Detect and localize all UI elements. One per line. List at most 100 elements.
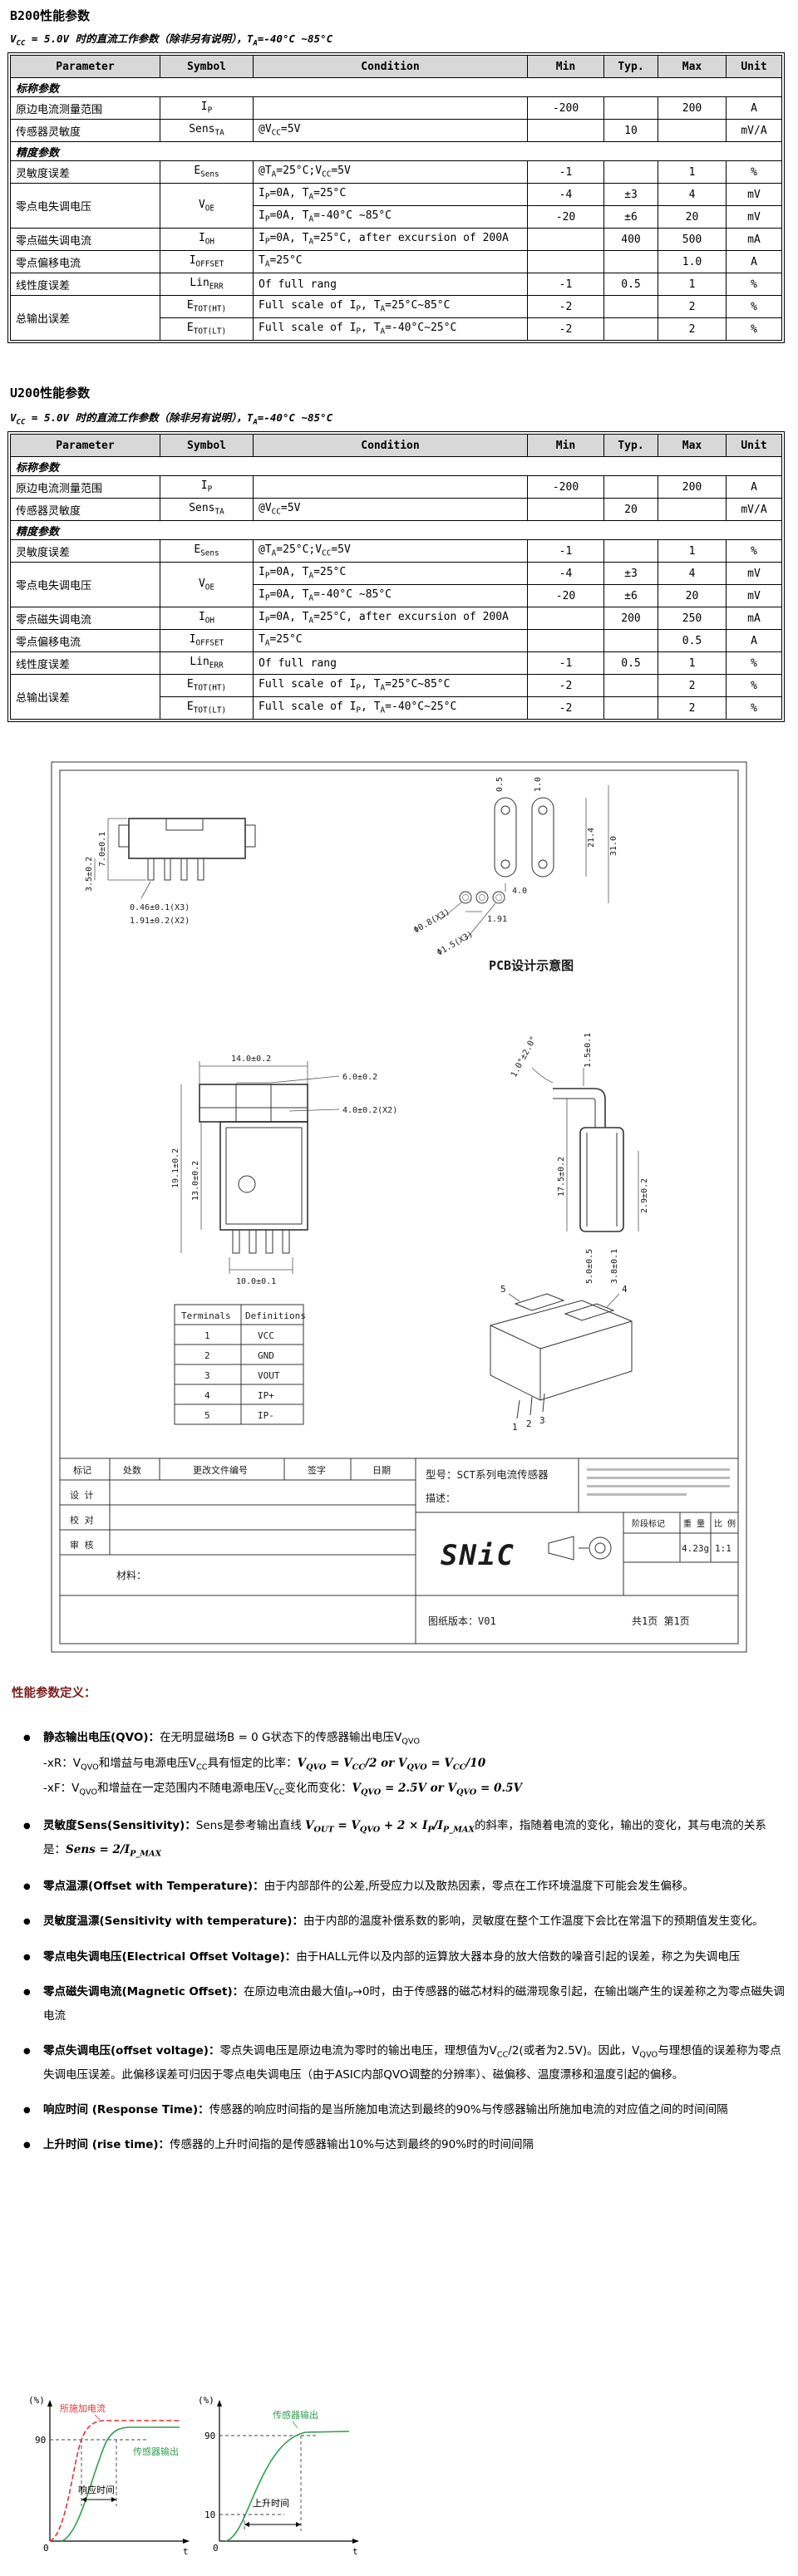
iso-pin-label: 5 (500, 1284, 506, 1295)
table-cell: -2 (527, 674, 604, 697)
dim-label: 4.0±0.2(X2) (342, 1106, 397, 1115)
table-section-row: 标称参数 (10, 456, 782, 476)
isometric-view: 5 4 1 2 3 (490, 1284, 633, 1433)
definition-text: 零点磁失调电流(Magnetic Offset)： (43, 1985, 244, 1999)
table-cell: @VCC=5V (253, 119, 528, 142)
bullet-icon: ● (23, 1821, 31, 1831)
definition-text: VQVO = VCC/2 or VQVO = VCC/10 (297, 1756, 486, 1772)
dim-label: 19.1±0.2 (171, 1148, 180, 1188)
terminal-number: 4 (204, 1390, 210, 1401)
bullet-icon: ● (23, 1733, 31, 1743)
terminal-name: VCC (258, 1330, 274, 1341)
table-cell: IP=0A, TA=25°C, after excursion of 200A (253, 228, 528, 251)
table-cell (603, 696, 658, 720)
table-cell: 4 (658, 183, 727, 206)
table-cell: 原边电流测量范围 (10, 475, 160, 499)
origin-label: 0 (43, 2543, 49, 2554)
column-header: Unit (726, 434, 782, 457)
table-cell: ETOT(HT) (160, 674, 254, 697)
table-cell: @TA=25°C;VCC=5V (253, 160, 528, 184)
definition-text: 响应时间 (Response Time)： (43, 2102, 209, 2116)
table-cell (603, 475, 658, 499)
iso-pin-label: 4 (622, 1284, 628, 1295)
description-label: 描述： (426, 1492, 456, 1504)
definition-text: 灵敏度温漂(Sensitivity with temperature)： (43, 1915, 303, 1929)
table-cell: mV/A (726, 119, 782, 142)
table-cell: -1 (527, 651, 604, 675)
table-cell: SensTA (160, 498, 254, 521)
mechanical-drawing: 7.0±0.1 3.5±0.2 0.46±0.1(X3) 1.91±0.2(X2… (51, 761, 747, 1653)
material-label: 材料： (116, 1570, 146, 1581)
revision-header: 更改文件编号 (193, 1464, 248, 1476)
table-cell: -200 (527, 96, 604, 120)
revision-header: 日期 (372, 1465, 391, 1476)
table-cell: LinERR (160, 273, 254, 296)
table-cell: mV (726, 205, 782, 229)
sensor-output-label: 传感器输出 (273, 2409, 318, 2421)
table-cell (603, 160, 658, 184)
terminal-number: 5 (204, 1410, 210, 1421)
table-cell: VOE (160, 562, 254, 607)
table-cell: % (726, 160, 782, 184)
definition-item: -xR：VQVO和增益与电源电压VCC具有恒定的比率：VQVO = VCC/2 … (12, 1753, 786, 1777)
title-block: 标记 处数 更改文件编号 签字 日期 设 计 校 对 审 核 材料： 型号：SC… (60, 1458, 738, 1644)
x-axis-label: t (183, 2546, 189, 2557)
definition-item: ●零点失调电压(offset voltage)：零点失调电压是原边电流为零时的输… (12, 2040, 786, 2086)
dim-label: 13.0±0.2 (191, 1161, 200, 1201)
dim-label: Φ1.5(X3) (436, 930, 475, 958)
table-cell: -4 (527, 183, 604, 206)
definition-item: -xF：VQVO和增益在一定范围内不随电源电压VCC变化而变化：VQVO = 2… (12, 1777, 786, 1802)
model-label: 型号：SCT系列电流传感器 (426, 1468, 549, 1481)
column-header: Condition (253, 434, 528, 457)
table-cell (527, 498, 604, 521)
table-cell (603, 629, 658, 652)
table-cell: IP=0A, TA=25°C (253, 562, 528, 585)
definitions-list: ●静态输出电压(QVO)：在无明显磁场B = 0 G状态下的传感器输出电压VQV… (12, 1713, 786, 2156)
definition-text: 传感器的上升时间指的是传感器输出10%与达到最终的90%时的时间间隔 (170, 2138, 534, 2152)
definition-item: ●上升时间 (rise time)：传感器的上升时间指的是传感器输出10%与达到… (12, 2134, 786, 2156)
projection-symbol-icon (548, 1536, 612, 1561)
y-axis-label: (%) (28, 2395, 45, 2406)
dim-label: 0.5 (495, 777, 505, 792)
mechanical-drawing-block: 7.0±0.1 3.5±0.2 0.46±0.1(X3) 1.91±0.2(X2… (50, 760, 748, 1654)
iso-pin-label: 3 (539, 1415, 545, 1426)
applied-current-label: 所施加电流 (60, 2402, 106, 2414)
table-cell: -20 (527, 205, 604, 229)
revision-header: 处数 (123, 1465, 141, 1476)
table-cell: IP (160, 475, 254, 499)
column-header: Min (527, 434, 604, 457)
table-cell: A (726, 475, 782, 499)
definition-text: 由于内部部件的公差,所受应力以及散热因素，零点在工作环境温度下可能会发生偏移。 (264, 1880, 694, 1894)
table-cell: 200 (658, 96, 727, 120)
dim-label: 1.0°±2.0° (510, 1035, 539, 1079)
dim-label: 1.91±0.2(X2) (130, 917, 190, 926)
table-cell: VOE (160, 183, 254, 229)
column-header: Symbol (160, 55, 254, 78)
bullet-icon: ● (23, 2047, 31, 2056)
table-cell: -1 (527, 539, 604, 563)
b200-subtitle: VCC = 5.0V 时的直流工作参数（除非另有说明），TA=-40°C ~85… (10, 32, 333, 48)
table-section-row: 精度参数 (10, 520, 782, 540)
table-cell: -2 (527, 317, 604, 341)
rise-time-label: 上升时间 (253, 2498, 289, 2509)
table-cell: 零点偏移电流 (10, 250, 160, 273)
table-cell (253, 475, 528, 499)
table-cell: IOFFSET (160, 250, 254, 273)
table-cell (603, 674, 658, 697)
response-time-chart: (%) 90 响应时间 所施加电流 传感器输出 0 t (23, 2390, 194, 2569)
definition-text: 由于内部的温度补偿系数的影响，灵敏度在整个工作温度下会比在常温下的预期值发生变化… (303, 1915, 764, 1929)
dim-label: 1.5±0.1 (584, 1033, 593, 1068)
table-cell (527, 119, 604, 142)
table-cell: IOFFSET (160, 629, 254, 652)
role-label: 审 核 (70, 1539, 94, 1551)
b200-title: B200性能参数 (10, 8, 91, 23)
origin-label: 0 (213, 2543, 219, 2554)
u200-subtitle: VCC = 5.0V 时的直流工作参数（除非另有说明），TA=-40°C ~85… (10, 411, 333, 427)
